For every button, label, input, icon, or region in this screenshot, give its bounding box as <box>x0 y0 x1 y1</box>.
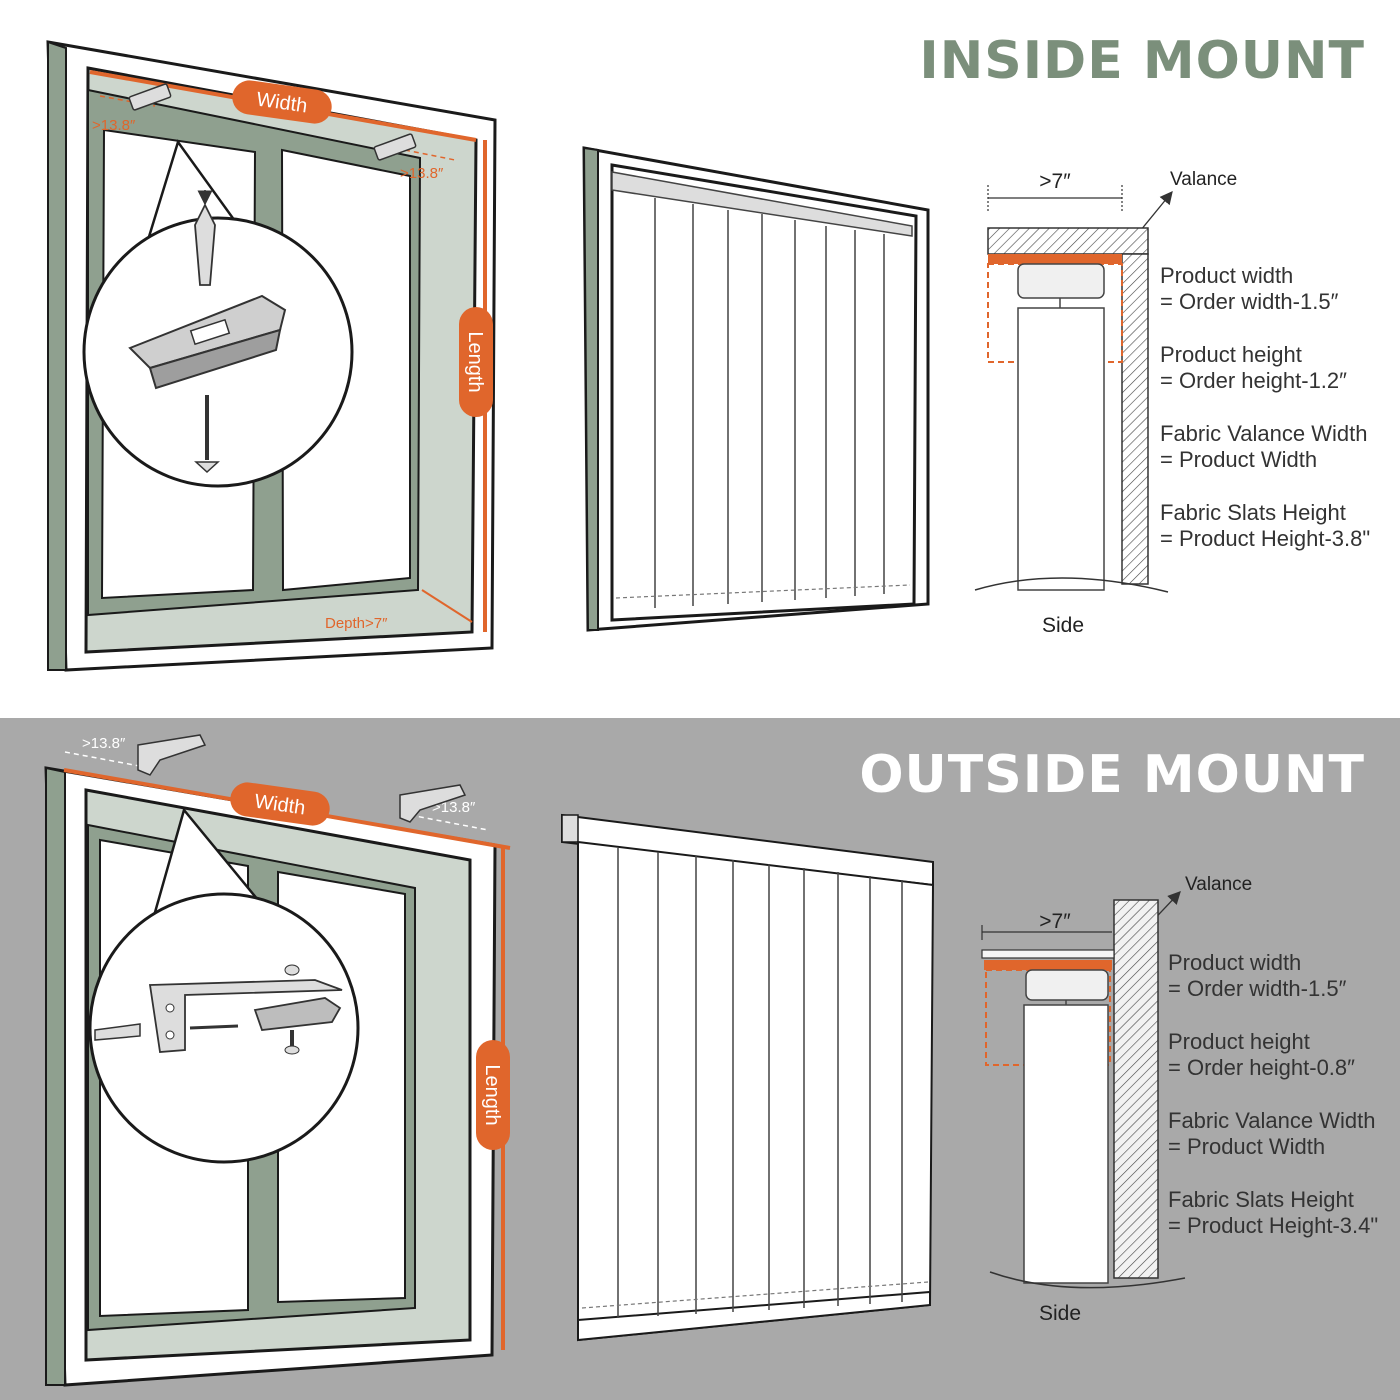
outside-formula-4-line2: = Product Height-3.4" <box>1168 1213 1378 1238</box>
outside-formula-2-line2: = Order height-0.8″ <box>1168 1055 1355 1080</box>
outside-slat-side <box>1023 1004 1109 1284</box>
inside-slats <box>615 198 911 608</box>
inside-formula-2-line1: Product height <box>1160 342 1302 367</box>
outside-formula-4-line1: Fabric Slats Height <box>1168 1187 1354 1212</box>
inside-valance-outline <box>987 263 1123 363</box>
inside-formula-4-line2: = Product Height-3.8" <box>1160 526 1370 551</box>
outside-length-pill: Length <box>476 1040 510 1150</box>
inside-header-wall <box>987 227 1149 255</box>
inside-frame-edge <box>47 40 67 671</box>
inside-blind-illustration <box>582 146 930 632</box>
inside-screw-icon <box>194 395 220 474</box>
outside-valance-label: Valance <box>1185 874 1252 895</box>
inside-gap-left-label: >13.8″ <box>92 117 136 134</box>
outside-anchor-icon <box>94 1023 141 1041</box>
inside-bracket-right <box>373 133 417 161</box>
outside-bracket-left <box>137 734 207 776</box>
inside-length-label: Length <box>464 331 486 392</box>
outside-side-view: >7″ Valance Side <box>981 874 1252 1325</box>
outside-width-pill: Width <box>230 782 330 826</box>
inside-slat-side <box>1017 307 1105 591</box>
outside-gap-left-label: >13.8″ <box>82 735 126 752</box>
inside-width-pill: Width <box>232 80 332 124</box>
inside-gap-right-label: >13.8″ <box>400 165 444 182</box>
inside-formula-1-line1: Product width <box>1160 263 1293 288</box>
inside-anchor-icon <box>194 190 216 286</box>
outside-formulas: Product width = Order width-1.5″ Product… <box>1168 950 1378 1238</box>
inside-formula-3-line2: = Product Width <box>1160 447 1317 472</box>
inside-valance-bar <box>988 254 1122 264</box>
outside-blind-illustration <box>561 813 935 1342</box>
inside-formulas: Product width = Order width-1.5″ Product… <box>1160 263 1370 551</box>
inside-bracket-left <box>128 83 172 111</box>
outside-side-depth-label: >7″ <box>1039 910 1071 933</box>
outside-bracket-right <box>399 784 467 823</box>
outside-wall <box>1113 899 1159 1279</box>
outside-slats <box>581 848 929 1318</box>
outside-formula-1-line2: = Order width-1.5″ <box>1168 976 1347 1001</box>
outside-window-illustration: Width Length >13.8″ >13.8″ <box>44 734 511 1387</box>
inside-valance-label: Valance <box>1170 169 1237 190</box>
inside-formula-1-line2: = Order width-1.5″ <box>1160 289 1339 314</box>
outside-valance-bar <box>984 960 1112 970</box>
outside-screw-icon <box>189 1024 300 1055</box>
outside-clip-icon <box>253 964 342 1031</box>
inside-length-pill: Length <box>459 307 493 417</box>
inside-headrail <box>611 171 913 237</box>
outside-formula-2-line1: Product height <box>1168 1029 1310 1054</box>
outside-gap-right-label: >13.8″ <box>432 799 476 816</box>
outside-formula-3-line2: = Product Width <box>1168 1134 1325 1159</box>
inside-formula-3-line1: Fabric Valance Width <box>1160 421 1367 446</box>
inside-clip-icon <box>128 294 287 390</box>
outside-l-bracket-icon <box>148 979 343 1053</box>
outside-formula-1-line1: Product width <box>1168 950 1301 975</box>
inside-side-depth-label: >7″ <box>1039 170 1071 193</box>
inside-formula-2-line2: = Order height-1.2″ <box>1160 368 1347 393</box>
outside-mount-title: OUTSIDE MOUNT <box>859 745 1365 805</box>
inside-side-view: >7″ Valance Side <box>974 169 1237 637</box>
inside-mount-title: INSIDE MOUNT <box>919 31 1365 91</box>
outside-formula-3-line1: Fabric Valance Width <box>1168 1108 1375 1133</box>
inside-formula-4-line1: Fabric Slats Height <box>1160 500 1346 525</box>
outside-side-label: Side <box>1039 1302 1081 1325</box>
outside-length-label: Length <box>481 1064 503 1125</box>
inside-depth-label: Depth>7″ <box>325 615 388 632</box>
inside-window-illustration: Width Length Depth>7″ >13.8″ >13.8″ <box>46 40 497 672</box>
inside-side-label: Side <box>1042 614 1084 637</box>
inside-side-wall <box>1121 253 1149 585</box>
inside-depth-line <box>421 589 473 623</box>
